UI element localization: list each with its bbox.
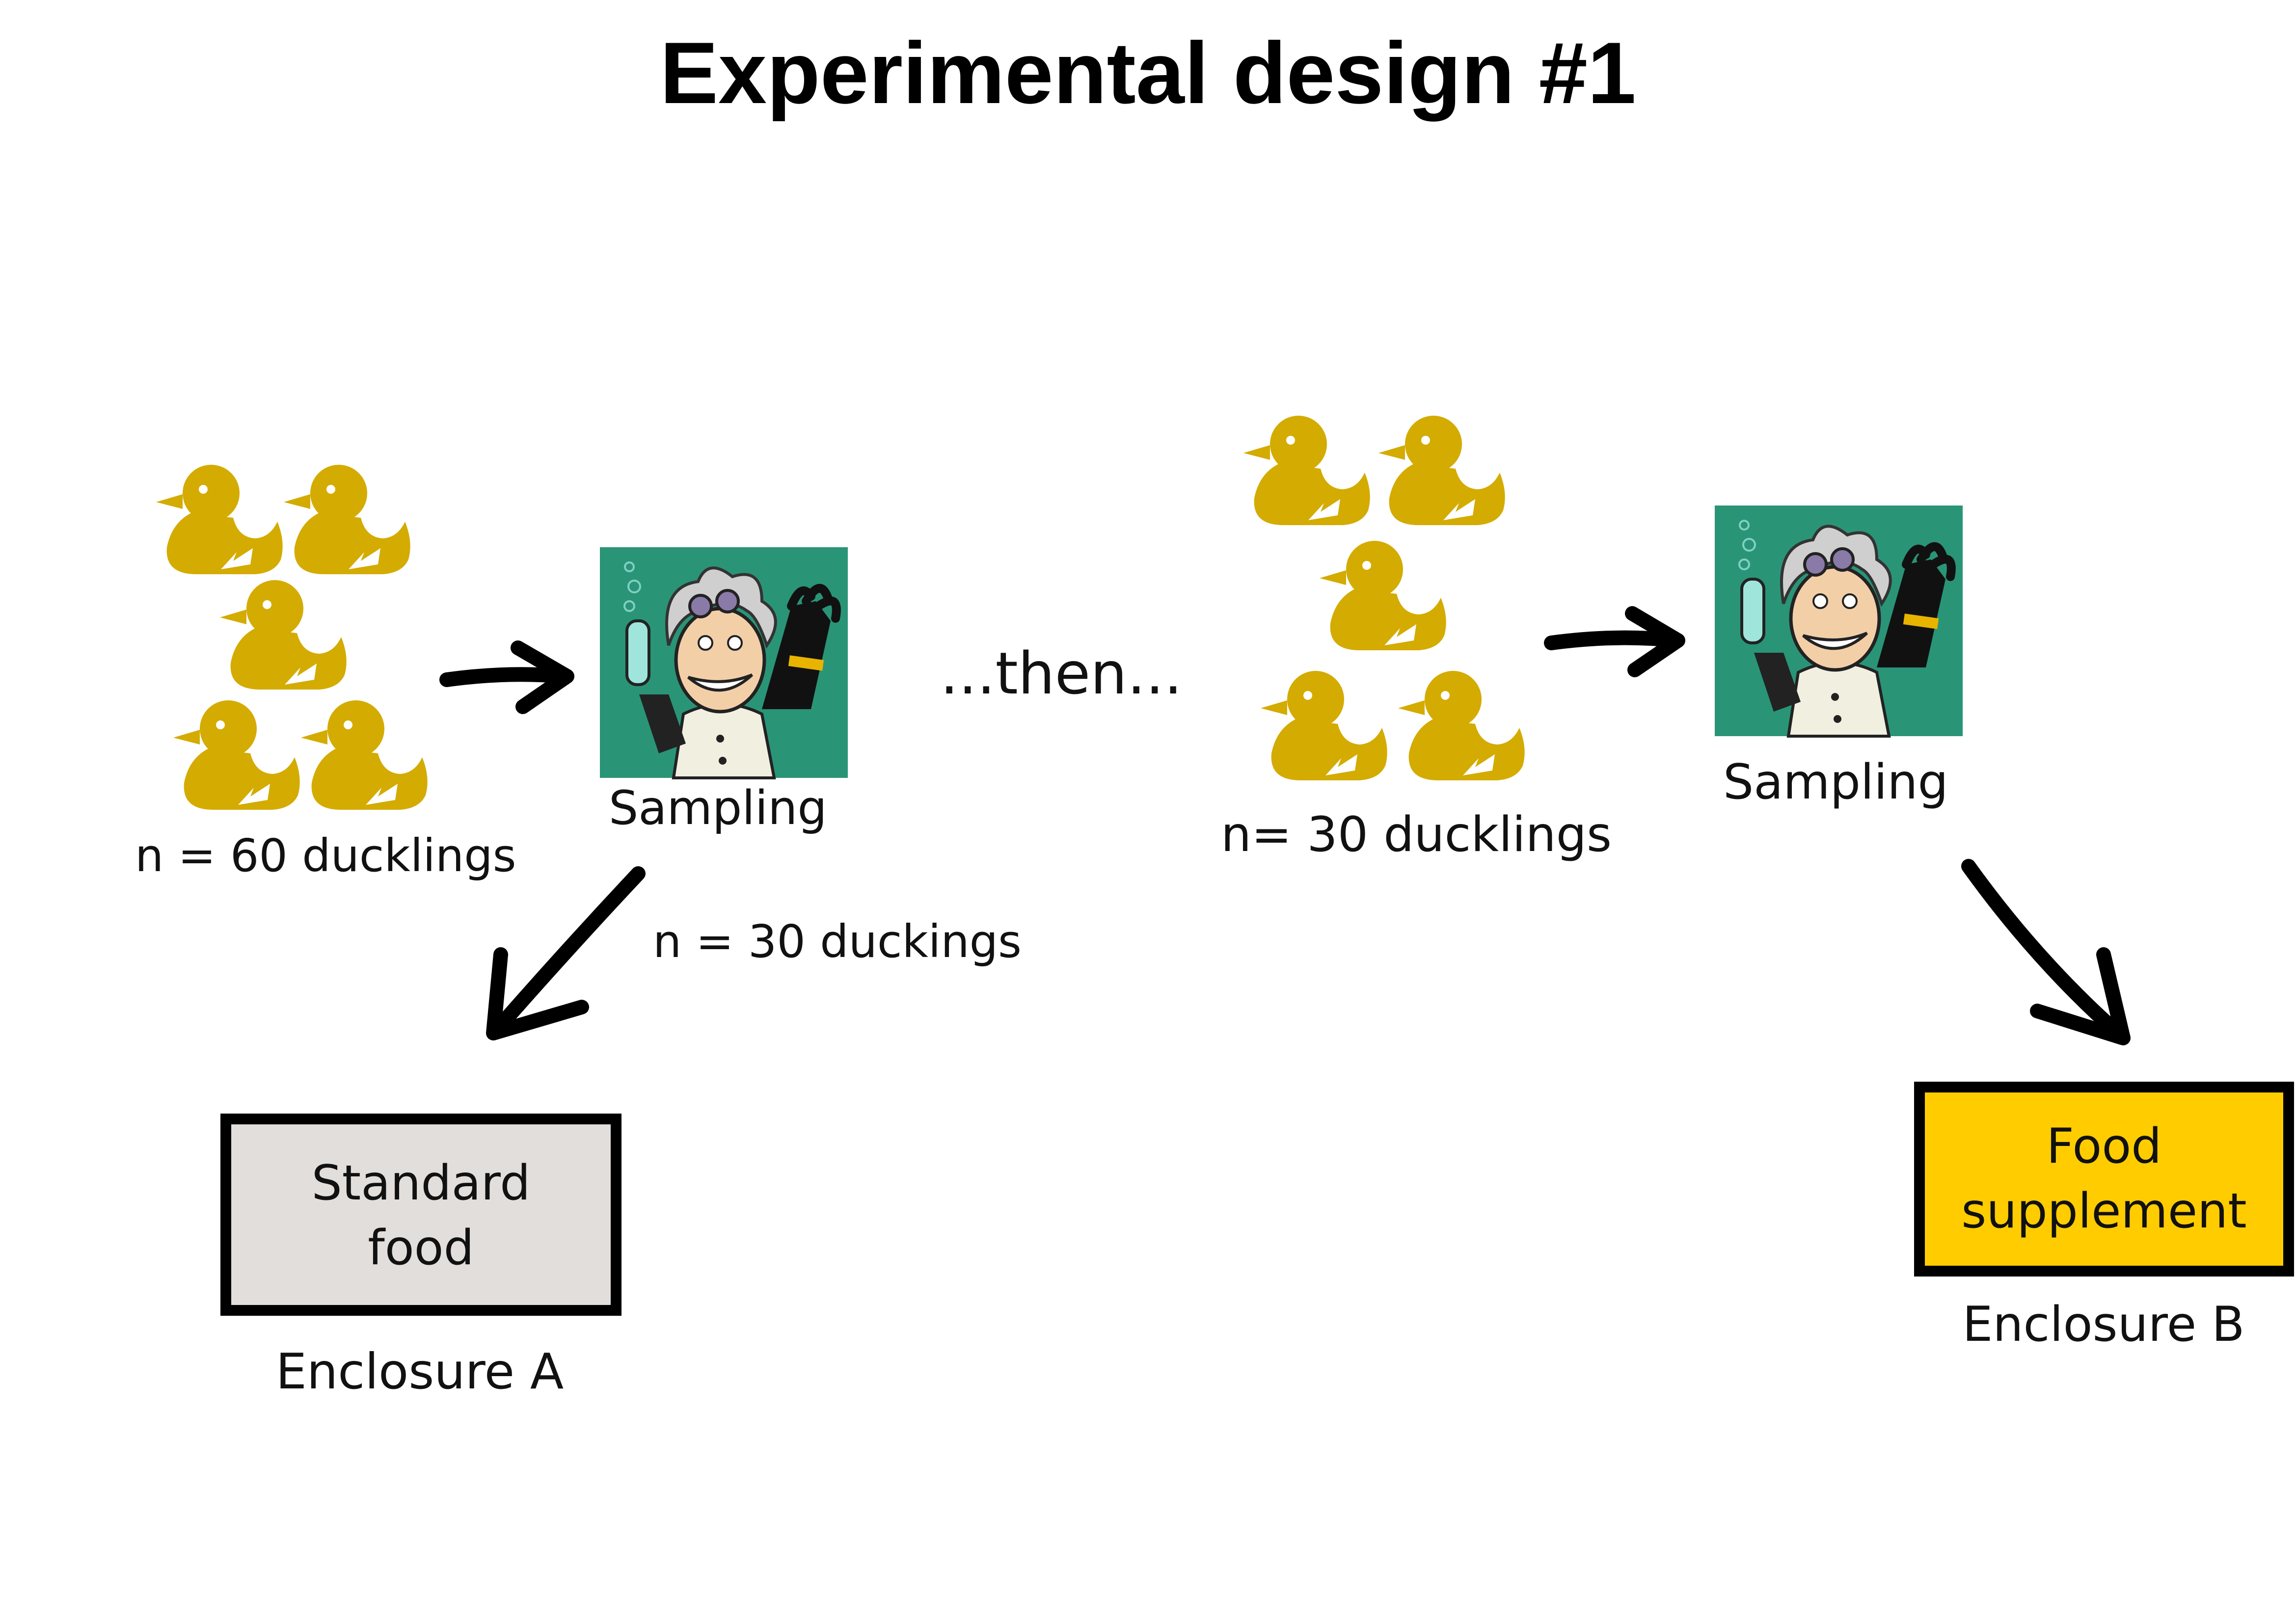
enclosure-b-food-label: Food supplement [1919, 1114, 2289, 1244]
duckling-icon [1378, 416, 1505, 525]
then-label: ...then... [940, 639, 1183, 707]
duckling-icon [301, 700, 428, 810]
page-title: Experimental design #1 [660, 24, 1636, 122]
duckling-icon [220, 580, 347, 690]
arrow-icon [1544, 606, 1685, 677]
enclosure-a-food-label: Standard food [226, 1151, 616, 1281]
duck-group-60 [156, 465, 428, 810]
enclosure-b-name: Enclosure B [1962, 1297, 2245, 1353]
mad-scientist-icon [1715, 506, 1963, 736]
duckling-icon [1320, 541, 1446, 650]
arrow-icon [1961, 859, 2131, 1045]
enclosure-a-food-line1: Standard [311, 1155, 531, 1211]
enclosure-b-food-line1: Food [2046, 1118, 2162, 1174]
sampling-label: Sampling [1723, 754, 1948, 810]
arrow-icon [439, 640, 574, 714]
enclosure-a-food-line2: food [368, 1220, 474, 1277]
subset-count-label: n = 30 duckings [653, 915, 1022, 968]
sampling-label: Sampling [609, 781, 827, 835]
duck-group-30 [1243, 416, 1525, 780]
arrow-icon [486, 866, 646, 1040]
mad-scientist-icon [600, 547, 848, 778]
duckling-icon [284, 465, 410, 574]
duckling-icon [156, 465, 283, 574]
group-count-label: n = 60 ducklings [135, 829, 516, 882]
enclosure-b-box [1914, 1082, 2294, 1277]
duckling-icon [1261, 671, 1387, 780]
enclosure-a-name: Enclosure A [275, 1343, 564, 1400]
enclosure-b-food-line2: supplement [1961, 1183, 2247, 1240]
duckling-icon [1243, 416, 1370, 525]
enclosure-a-box [220, 1114, 621, 1316]
duckling-icon [1398, 671, 1525, 780]
duckling-icon [173, 700, 300, 810]
group-count-label: n= 30 ducklings [1221, 807, 1612, 863]
